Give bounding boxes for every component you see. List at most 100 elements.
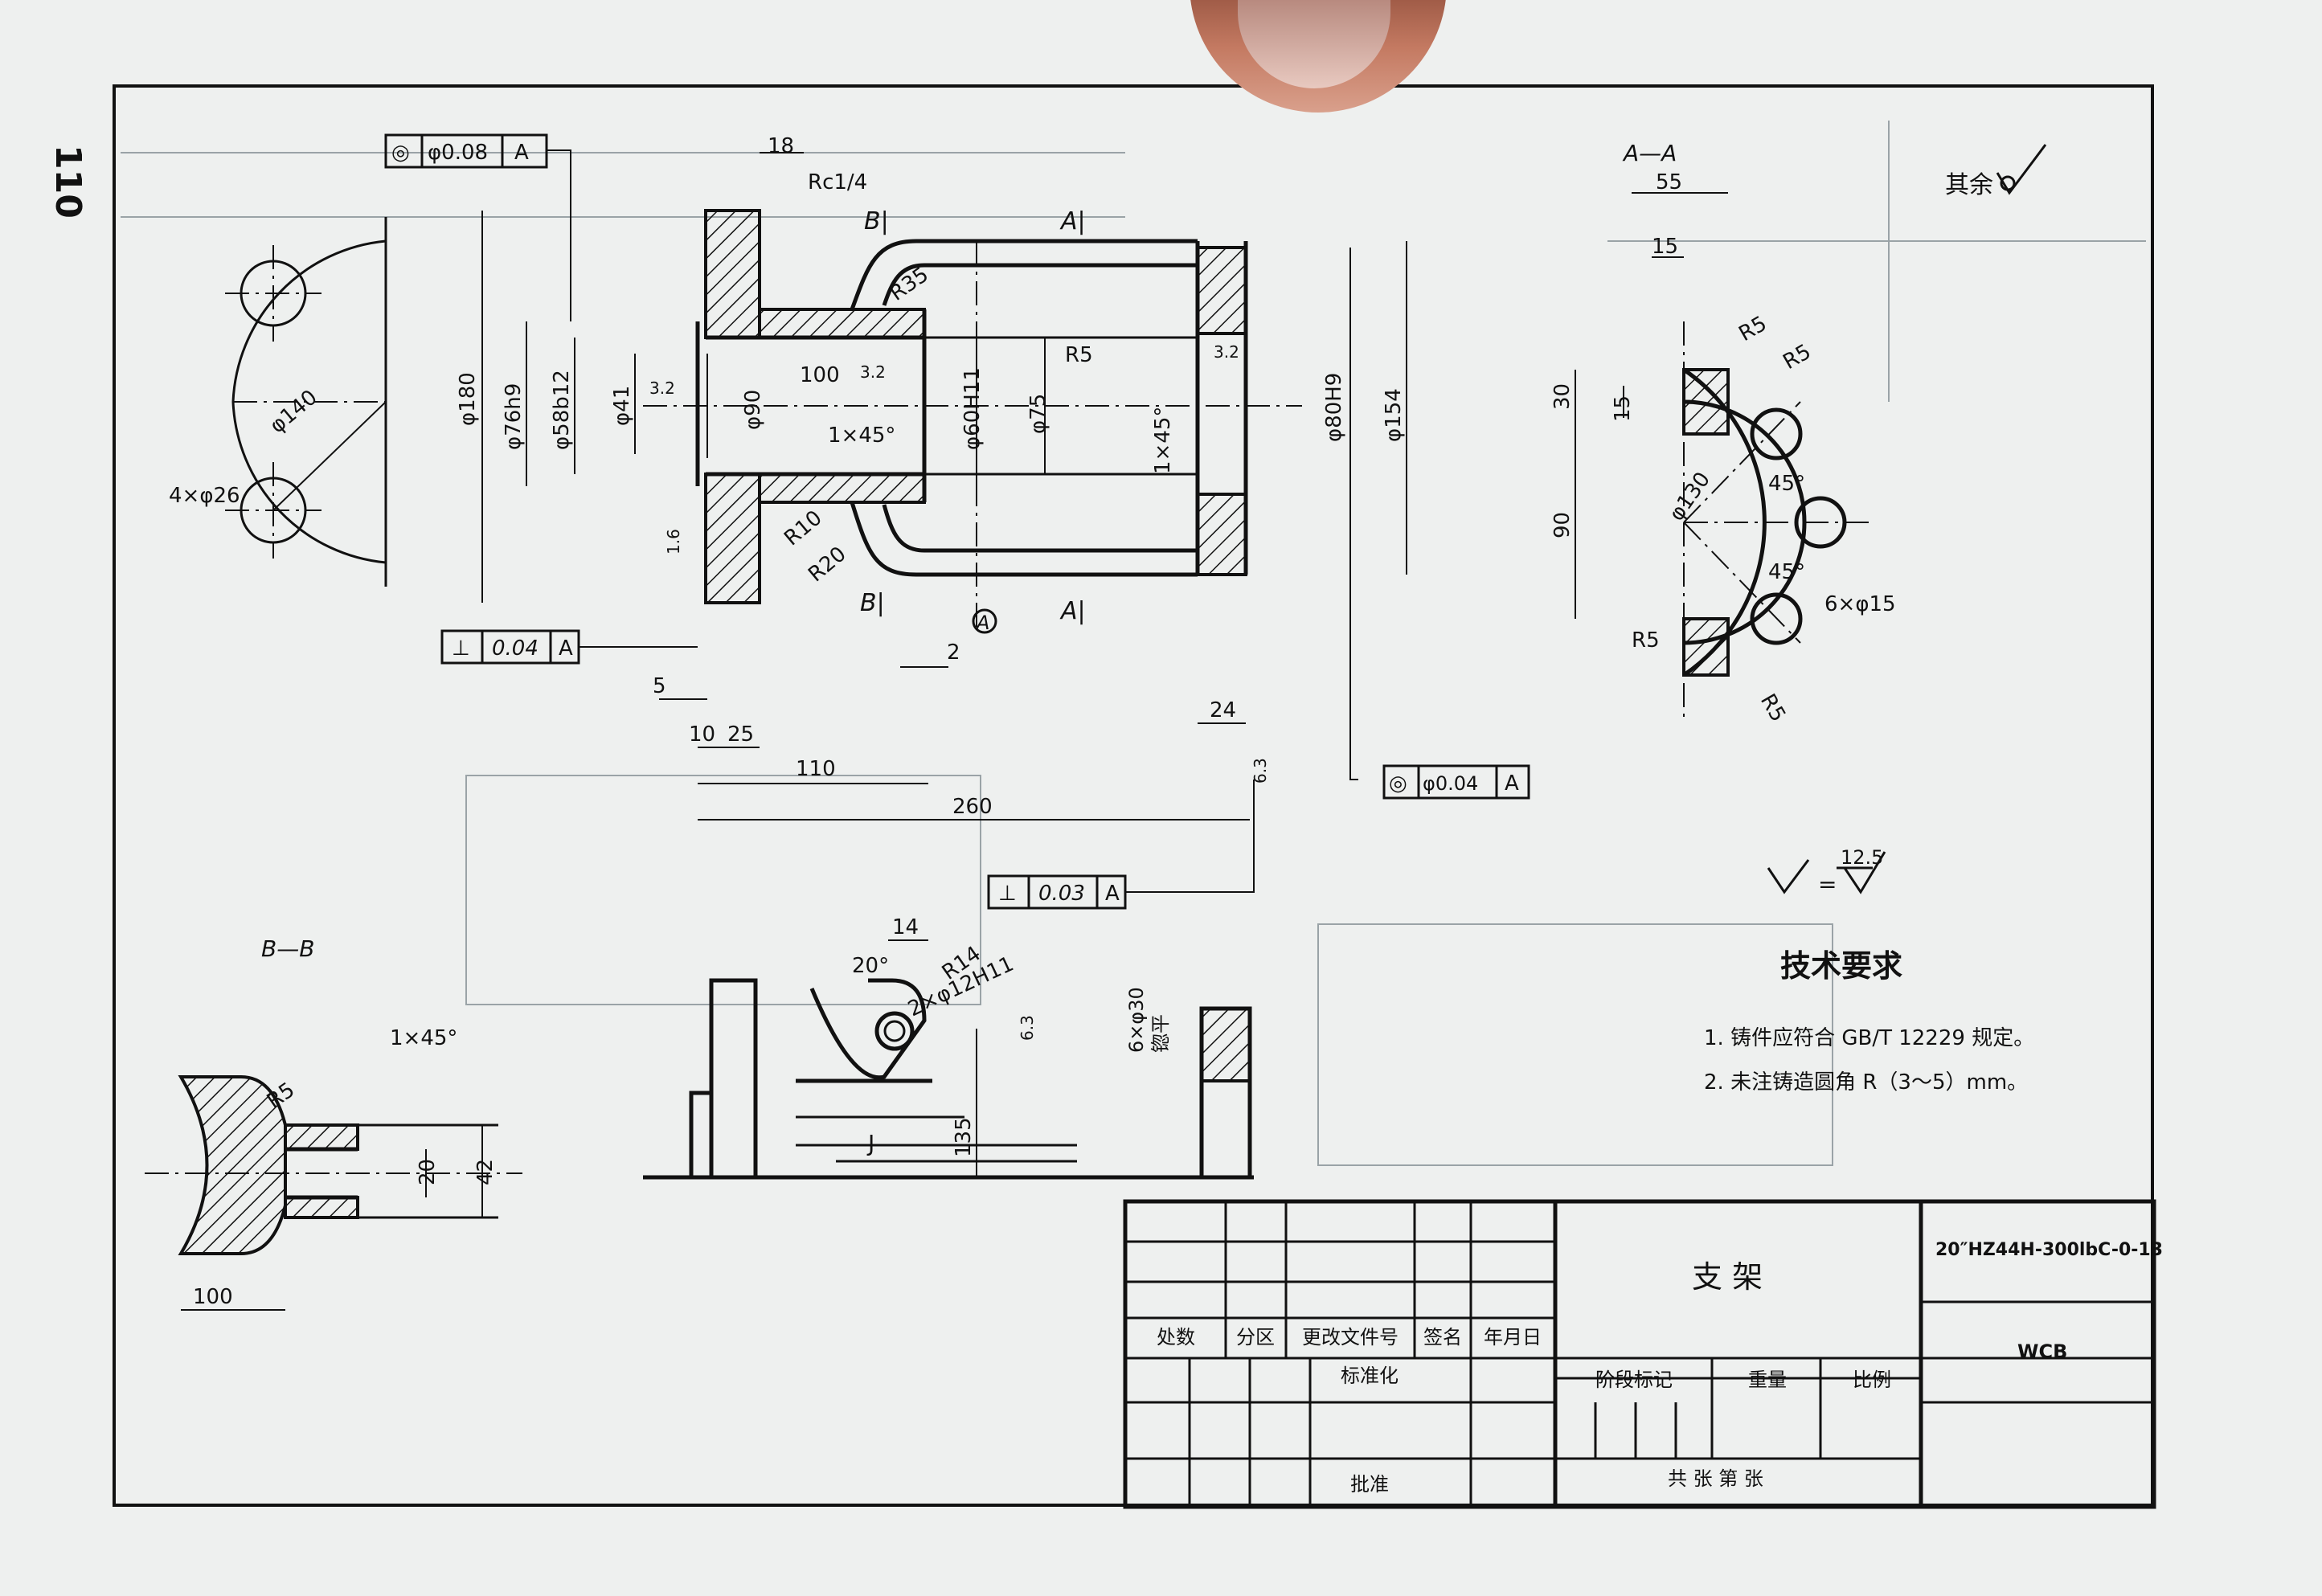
flange-top-section: [704, 209, 761, 339]
svg-text:0.03: 0.03: [1038, 882, 1085, 906]
dim-r20: R20: [804, 542, 850, 587]
svg-text:A: A: [1505, 771, 1519, 796]
roughness-63: 6.3: [1251, 758, 1270, 784]
svg-text:其余: 其余: [1945, 171, 1993, 199]
dim-bosses-6x30: 6×φ30: [1125, 987, 1148, 1053]
right-flange-bottom: [1196, 493, 1247, 576]
dim-r5-d: R5: [1755, 690, 1790, 726]
dim-15-b: 15: [1611, 395, 1635, 422]
roughness-other: 其余: [1945, 144, 2047, 199]
view-label-j: J: [866, 1130, 874, 1156]
svg-text:A: A: [559, 636, 573, 661]
dim-phi180: φ180: [456, 372, 480, 426]
dim-100: 100: [800, 363, 840, 387]
right-flange-top: [1196, 246, 1247, 335]
label-scale: 比例: [1853, 1369, 1891, 1391]
svg-text:12.5: 12.5: [1841, 846, 1883, 869]
dim-r5-c: R5: [1632, 628, 1660, 653]
dim-holes-6x15: 6×φ15: [1824, 592, 1896, 616]
dim-bb-chamfer: 1×45°: [390, 1026, 457, 1050]
dim-90: 90: [1550, 512, 1575, 538]
dim-phi41: φ41: [610, 386, 634, 426]
dim-bb-100: 100: [193, 1285, 233, 1309]
dim-rc: Rc1/4: [808, 170, 867, 194]
lower-detail-view: 14 20° R14 2×φ12H11 6.3 135 6×φ30 锪平 J: [643, 915, 1254, 1180]
datum-a-label: A: [975, 612, 989, 634]
dim-phi90: φ90: [741, 390, 765, 430]
dim-30: 30: [1550, 383, 1575, 410]
dim-angle-45-a: 45°: [1768, 472, 1805, 496]
dim-phi60: φ60H11: [960, 367, 985, 450]
dim-2: 2: [947, 640, 960, 665]
label-stage: 阶段标记: [1595, 1369, 1673, 1391]
header-date: 年月日: [1484, 1326, 1542, 1348]
tech-req-item-2: 2. 未注铸造圆角 R（3～5）mm。: [1704, 1070, 2028, 1095]
header-change-doc: 更改文件号: [1302, 1326, 1399, 1348]
label-sheets: 共 张 第 张: [1668, 1467, 1763, 1490]
dim-r10: R10: [780, 505, 826, 550]
dim-holes-4x26: 4×φ26: [169, 484, 240, 508]
view-label-a-a: A—A: [1622, 140, 1677, 166]
dim-chamfer-2: 1×45°: [1151, 407, 1175, 474]
dim-angle-45-b: 45°: [1768, 560, 1805, 584]
dim-bb-20: 20: [416, 1159, 440, 1185]
dim-55: 55: [1656, 170, 1682, 194]
dim-15-a: 15: [1652, 235, 1678, 259]
header-zone: 分区: [1236, 1326, 1275, 1348]
flange-partial-view: φ140 4×φ26: [169, 217, 387, 587]
section-mark-b-bottom: B|: [860, 589, 885, 617]
flange-bottom-section: [704, 473, 761, 604]
section-mark-a-bottom: A|: [1059, 597, 1086, 625]
material: WCB: [2017, 1340, 2067, 1363]
dim-18: 18: [768, 134, 794, 158]
tolerance-frame-2: ⊥ 0.04 A: [440, 629, 580, 665]
dim-phi130: φ130: [1665, 468, 1715, 526]
dim-135: 135: [952, 1117, 976, 1157]
dim-phi154: φ154: [1382, 388, 1406, 442]
hub-upper-section: [758, 308, 926, 339]
roughness-63-b: 6.3: [1018, 1015, 1037, 1041]
section-mark-b-top: B|: [864, 207, 889, 235]
roughness-32-a: 3.2: [860, 362, 886, 382]
svg-text:◎: ◎: [1389, 771, 1407, 796]
tolerance-frame-4: ⊥ 0.03 A: [987, 874, 1127, 910]
show-through-ghost: [121, 121, 2146, 1166]
title-block: 支 架 20″HZ44H-300lbC-0-13 WCB 处数 分区 更改文件号…: [1123, 1199, 2163, 1509]
view-label-b-b: B—B: [261, 935, 314, 962]
drawing-number: 20″HZ44H-300lbC-0-13: [1935, 1240, 2163, 1260]
tolerance-frame-3: ◎ φ0.04 A: [1382, 764, 1530, 800]
dim-phi140: φ140: [265, 385, 321, 438]
dim-phi76: φ76h9: [502, 383, 526, 450]
label-standardization: 标准化: [1341, 1365, 1399, 1387]
label-approval: 批准: [1350, 1473, 1389, 1496]
dim-phi75: φ75: [1026, 394, 1050, 434]
dim-phi80: φ80H9: [1322, 373, 1346, 442]
dim-24: 24: [1210, 698, 1236, 722]
technical-requirements: 技术要求 1. 铸件应符合 GB/T 12229 规定。 2. 未注铸造圆角 R…: [1704, 948, 2034, 1095]
hub-lower-section: [758, 473, 926, 504]
dim-5: 5: [653, 674, 666, 698]
dim-phi58: φ58b12: [550, 370, 574, 450]
roughness-16: 1.6: [664, 529, 683, 555]
tech-req-title: 技术要求: [1780, 948, 1902, 984]
spot-face-note: 锪平: [1149, 1014, 1172, 1053]
svg-text:A: A: [514, 141, 529, 165]
section-a-a-view: A—A 55 15 R5 R5 30 15 φ130 45° 45° 90 6×…: [1550, 140, 1896, 726]
svg-text:A: A: [1105, 882, 1120, 906]
dim-r5-b: R5: [1779, 340, 1816, 374]
dim-14: 14: [892, 915, 919, 939]
svg-text:◎: ◎: [391, 141, 410, 165]
tech-req-item-1: 1. 铸件应符合 GB/T 12229 规定。: [1704, 1026, 2034, 1050]
svg-text:⊥: ⊥: [998, 882, 1017, 906]
dim-25: 25: [727, 722, 754, 747]
svg-text:φ0.08: φ0.08: [428, 141, 488, 165]
part-name: 支 架: [1692, 1259, 1763, 1295]
svg-text:⊥: ⊥: [452, 636, 470, 661]
section-b-b-view: B—B 1×45° R5 20 42 100: [145, 935, 522, 1311]
dim-110: 110: [796, 757, 836, 781]
dim-r5: R5: [1065, 343, 1093, 367]
header-change-count: 处数: [1157, 1326, 1195, 1348]
page-number: 110: [47, 145, 88, 219]
tolerance-frame-1: ◎ φ0.08 A: [384, 133, 548, 169]
